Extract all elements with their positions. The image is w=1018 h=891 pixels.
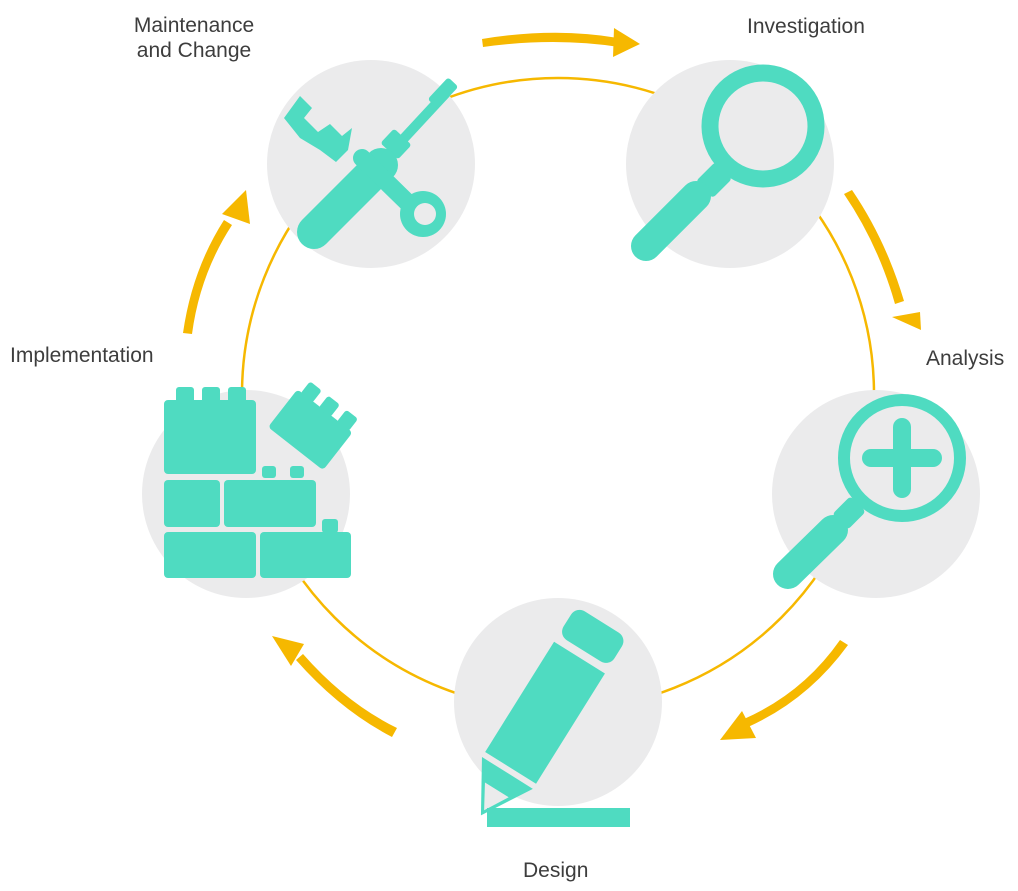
- maintenance-label-line2: and Change: [136, 39, 252, 62]
- building-blocks-icon: [164, 382, 357, 578]
- implementation-label: Implementation: [10, 344, 154, 367]
- analysis-label: Analysis: [926, 347, 1005, 370]
- arrow-bottom-left: [272, 636, 397, 737]
- magnifier-icon: [631, 64, 825, 261]
- arrow-bottom-right: [720, 640, 848, 740]
- arrow-left: [183, 190, 250, 334]
- arrow-top: [482, 28, 640, 57]
- maintenance-label-line1: Maintenance: [133, 14, 255, 37]
- pencil-icon: [480, 609, 630, 827]
- zoom-in-icon: [773, 394, 966, 589]
- investigation-label: Investigation: [747, 15, 865, 38]
- maintenance-label: Maintenance and Change: [116, 13, 272, 63]
- design-label: Design: [523, 859, 589, 882]
- wrench-screwdriver-icon: [284, 78, 458, 249]
- arrow-right: [844, 190, 921, 330]
